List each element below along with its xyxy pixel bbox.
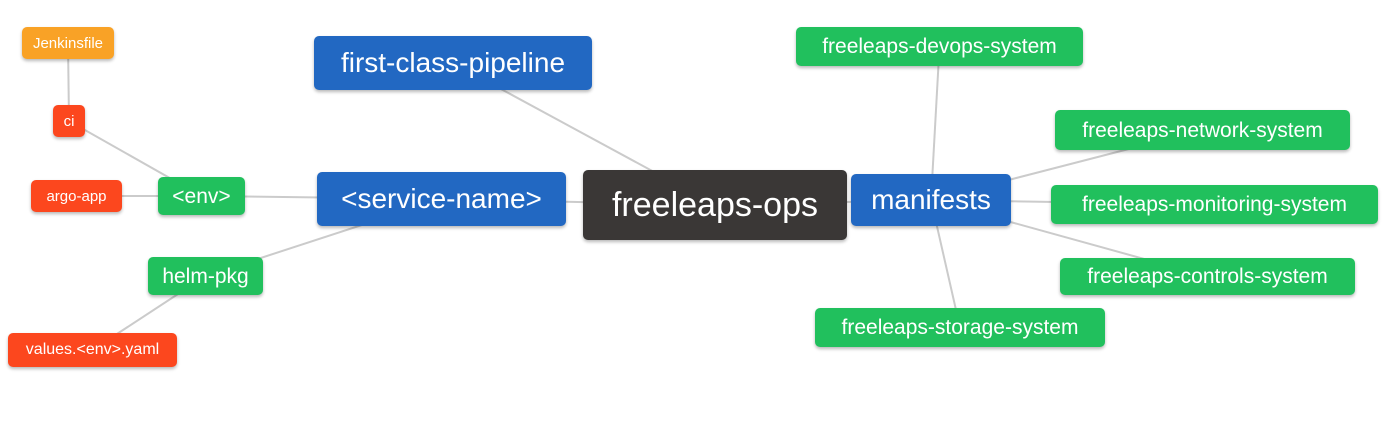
node-values-env-yaml[interactable]: values.<env>.yaml [8, 333, 177, 367]
node-service-name[interactable]: <service-name> [317, 172, 566, 226]
node-jenkinsfile[interactable]: Jenkinsfile [22, 27, 114, 59]
node-argo-app[interactable]: argo-app [31, 180, 122, 212]
node-freeleaps-controls-system[interactable]: freeleaps-controls-system [1060, 258, 1355, 295]
node-manifests[interactable]: manifests [851, 174, 1011, 226]
node-helm-pkg[interactable]: helm-pkg [148, 257, 263, 295]
node-freeleaps-storage-system[interactable]: freeleaps-storage-system [815, 308, 1105, 347]
node-first-class-pipeline[interactable]: first-class-pipeline [314, 36, 592, 90]
node-freeleaps-network-system[interactable]: freeleaps-network-system [1055, 110, 1350, 150]
node-ci[interactable]: ci [53, 105, 85, 137]
node-freeleaps-monitoring-system[interactable]: freeleaps-monitoring-system [1051, 185, 1378, 224]
node-freeleaps-ops-root[interactable]: freeleaps-ops [583, 170, 847, 240]
node-env[interactable]: <env> [158, 177, 245, 215]
node-freeleaps-devops-system[interactable]: freeleaps-devops-system [796, 27, 1083, 66]
